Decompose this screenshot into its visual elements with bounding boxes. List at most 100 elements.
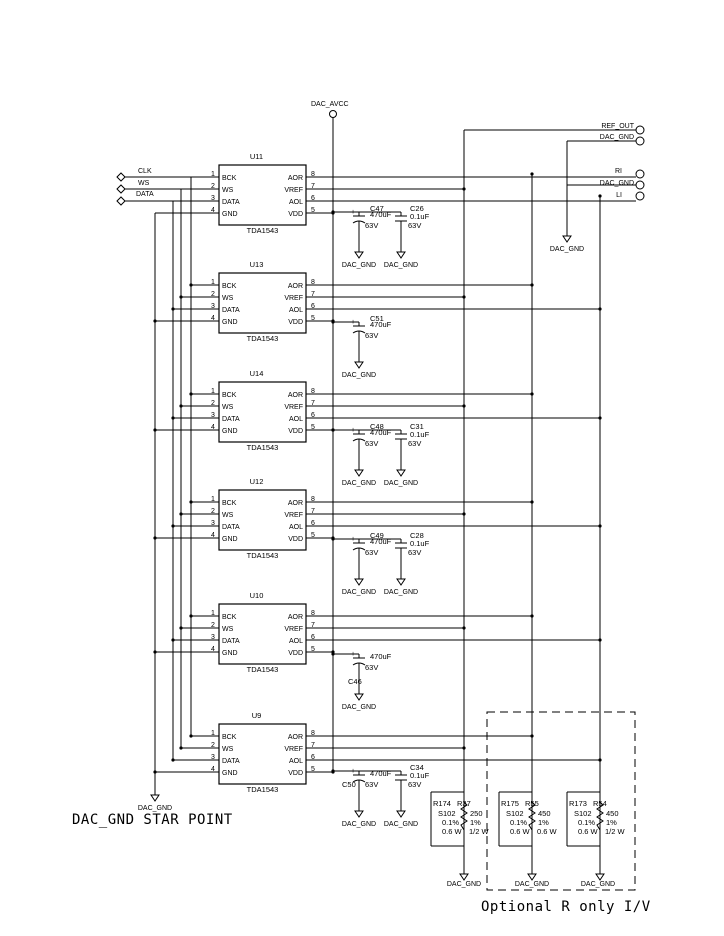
output-label-dac-gnd: DAC_GND [600,134,634,141]
junction-dot [179,626,183,630]
pin-number-right: 5 [311,532,315,539]
pin-number-right: 5 [311,424,315,431]
junction-dot [189,392,193,396]
cap-polarity: + [351,536,355,543]
junction-dot [331,652,335,656]
cap-value: 470uF [370,428,392,437]
chip-part: TDA1543 [247,665,279,674]
pin-number-right: 6 [311,520,315,527]
pin-name-right: AOL [289,758,303,765]
pin-number-right: 7 [311,622,315,629]
junction-dot [331,428,335,432]
pin-name-right: VREF [284,626,303,633]
pin-name-right: AOL [289,307,303,314]
chip-ref: U14 [250,369,264,378]
pin-number-left: 3 [211,520,215,527]
junction-dot [462,295,466,299]
resistor-value: 450 [606,809,619,818]
dac-chip-u9 [218,723,307,785]
pin-number-right: 5 [311,315,315,322]
cap-ground [354,801,364,818]
ground-label: DAC_GND [384,821,418,828]
pin-name-left: DATA [222,199,240,206]
dac-chip-u14 [218,381,307,443]
pin-number-left: 1 [211,730,215,737]
output-label-ri: RI [615,168,622,175]
pin-number-right: 8 [311,730,315,737]
junction-dot [598,416,602,420]
pin-number-right: 7 [311,183,315,190]
cap-voltage: 63V [365,221,378,230]
pin-number-right: 6 [311,303,315,310]
cap-ground [354,569,364,586]
resistor-ref: R173 [569,799,587,808]
pin-name-left: GND [222,428,238,435]
cap-polarity: + [351,651,355,658]
chip-part: TDA1543 [247,785,279,794]
dac-chip-u12 [218,489,307,551]
junction-dot [171,758,175,762]
input-connector-ws [116,184,126,194]
cap-value: 0.1uF [410,212,430,221]
parts-layer: DAC_GNDDAC_GND+DAC_GND470uF63VC47DAC_GND… [138,204,636,891]
cap-polarity: + [351,209,355,216]
junction-dot [153,650,157,654]
input-connector-clk [116,172,126,182]
pin-number-left: 4 [211,424,215,431]
junction-dot [179,404,183,408]
junction-dot [530,500,534,504]
pin-name-left: DATA [222,758,240,765]
ground-label: DAC_GND [550,246,584,253]
optional-resistor-boundary [486,711,636,891]
resistor-ground-label: DAC_GND [581,881,615,888]
pin-name-right: VDD [288,319,303,326]
li-terminal [635,191,645,201]
resistor-power: 0.6 W [510,827,531,836]
pin-number-right: 8 [311,388,315,395]
resistor-ground [527,864,537,881]
pin-name-right: AOR [288,734,303,741]
pin-name-right: VDD [288,536,303,543]
pin-number-right: 7 [311,291,315,298]
pin-name-left: GND [222,650,238,657]
ground-label: DAC_GND [342,372,376,379]
cap-value: 470uF [370,210,392,219]
cap-ref: C26 [410,204,424,213]
junction-dot [462,512,466,516]
resistor-type: S102 [574,809,592,818]
pin-number-right: 6 [311,634,315,641]
pin-name-left: BCK [222,614,237,621]
pin-name-right: AOR [288,175,303,182]
resistor-tolerance: 0.1% [442,818,459,827]
cap-ground [354,460,364,477]
junction-dot [530,734,534,738]
pin-number-right: 6 [311,412,315,419]
cap-ground [396,460,406,477]
cap-value: 0.1uF [410,539,430,548]
pin-name-left: BCK [222,500,237,507]
optional-resistor-label: Optional R only I/V [481,899,651,915]
junction-dot [331,769,335,773]
output-label-dac-gnd-2: DAC_GND [600,180,634,187]
ground-label: DAC_GND [138,805,172,812]
ground-label: DAC_GND [384,262,418,269]
cap-value: 470uF [370,320,392,329]
pin-number-left: 4 [211,532,215,539]
cap-value: 470uF [370,652,392,661]
cap-plate-bottom [352,438,366,442]
pin-name-left: BCK [222,283,237,290]
cap-ref: C51 [370,314,384,323]
junction-dot [153,536,157,540]
output-label-li: LI [616,192,622,199]
cap-ref: C28 [410,531,424,540]
pin-name-right: VDD [288,770,303,777]
junction-dot [189,283,193,287]
pin-name-right: VDD [288,650,303,657]
pin-number-right: 8 [311,171,315,178]
pin-name-left: GND [222,211,238,218]
return-ground [562,226,572,243]
junction-dot [189,734,193,738]
pin-number-left: 1 [211,279,215,286]
cap-ground [396,801,406,818]
resistor-power: 0.6 W [578,827,599,836]
